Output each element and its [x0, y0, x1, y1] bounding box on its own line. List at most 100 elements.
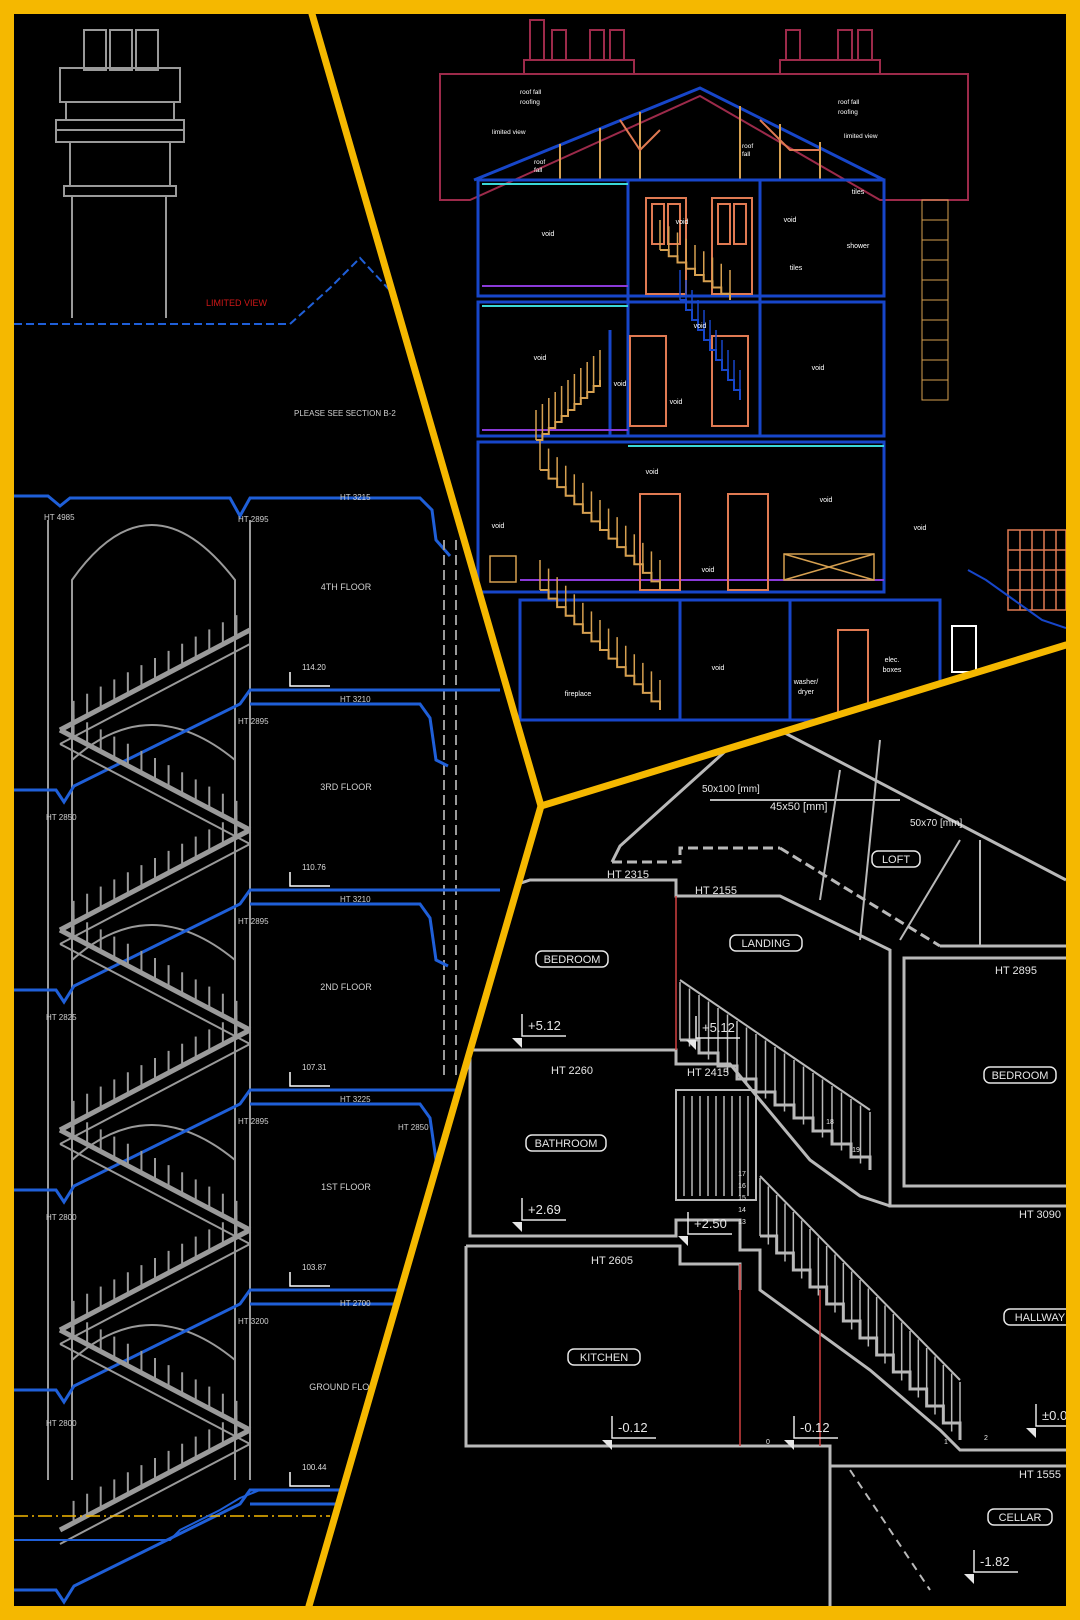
level-value: +2.69 [528, 1202, 561, 1217]
height-label: HT 2605 [591, 1255, 633, 1267]
bottom-stairs [675, 979, 962, 1440]
level-marker [695, 1016, 740, 1039]
room-label: BEDROOM [544, 954, 601, 966]
stair-stringer-lower [59, 1143, 251, 1245]
level-value: +5.12 [702, 1020, 735, 1035]
ht-label: HT 3210 [340, 695, 371, 704]
level-value: -0.12 [800, 1420, 830, 1435]
ht-label: HT 2895 [238, 917, 269, 926]
stair-stringer-lower [59, 643, 251, 745]
level-arrow [1026, 1428, 1036, 1438]
level-marker [793, 1416, 838, 1439]
porch-railing [1007, 529, 1066, 611]
void-label: void [614, 381, 627, 388]
void-label: void [702, 567, 715, 574]
level-arrow [602, 1440, 612, 1450]
floor-label: 1ST FLOOR [321, 1182, 371, 1192]
ht-label: HT 3200 [238, 1317, 269, 1326]
roof-note: roof fall [838, 99, 860, 106]
void-label: void [914, 525, 927, 532]
level-marker [1035, 1404, 1066, 1427]
void-label: void [694, 323, 707, 330]
height-label: HT 2895 [995, 965, 1037, 977]
foundation-step-line [14, 1489, 300, 1541]
ht-label: HT 2700 [340, 1299, 371, 1308]
roof-note: roof [534, 159, 545, 166]
level-value: 114.20 [302, 663, 326, 672]
floor-slab-line [14, 1088, 500, 1205]
room-label: HALLWAY [1015, 1312, 1066, 1324]
room-tag [983, 1066, 1057, 1084]
left-stair-section: LIMITED VIEW PLEASE SEE SECTION B-2 114.… [14, 29, 500, 1605]
handrail [759, 1175, 961, 1381]
ceiling-cornice [250, 702, 449, 768]
ht-label: HT 2800 [46, 1419, 77, 1428]
void-label: void [492, 523, 505, 530]
roof-note: roofing [520, 99, 540, 106]
height-label: HT 1555 [1019, 1469, 1061, 1481]
room-label: KITCHEN [580, 1352, 628, 1364]
room-tag [729, 934, 803, 952]
top-ceiling-profile [14, 494, 452, 557]
room-label: BATHROOM [535, 1138, 598, 1150]
elec-label: elec. [885, 657, 900, 664]
level-value: 103.87 [302, 1263, 327, 1272]
fireplace-label: fireplace [565, 691, 592, 698]
ht-label: HT 2895 [238, 1117, 269, 1126]
stair-stringer-lower [59, 1343, 251, 1445]
stair-stringer-lower [59, 1243, 251, 1345]
floor-slab-line [14, 1288, 500, 1405]
timber-label: 45x50 [mm] [770, 801, 827, 813]
roof-note: roof fall [520, 89, 542, 96]
loft-roof [610, 718, 1066, 948]
height-label: HT 2415 [687, 1067, 729, 1079]
level-arrow [512, 1222, 522, 1232]
height-label: HT 3090 [1019, 1209, 1061, 1221]
level-marker [289, 1472, 330, 1487]
room-tag [1003, 1308, 1066, 1326]
chimney-outline [55, 29, 185, 318]
step-number: 18 [826, 1119, 834, 1126]
level-marker [289, 672, 330, 687]
level-arrow [678, 1236, 688, 1246]
house-floors [476, 178, 942, 722]
void-label: void [712, 665, 725, 672]
ht-label: HT 2895 [238, 717, 269, 726]
level-marker [611, 1416, 656, 1439]
level-arrow [784, 1440, 794, 1450]
ceiling-cornice [250, 902, 449, 968]
ht-label: HT 2850 [398, 1123, 429, 1132]
stair-stringer-lower [59, 843, 251, 945]
level-value: -0.12 [618, 1420, 648, 1435]
room-tag [535, 950, 609, 968]
floor-label: 3RD FLOOR [320, 782, 372, 792]
roof-note: limited view [492, 129, 526, 136]
level-arrow [686, 1040, 696, 1050]
floor-label: GROUND FLOOR [309, 1382, 383, 1392]
ht-label: HT 4985 [44, 513, 75, 522]
floor-slab-line [14, 688, 500, 805]
ht-label: HT 3225 [340, 1095, 371, 1104]
timber-label: 50x70 [mm] [910, 818, 962, 829]
level-marker [521, 1014, 566, 1037]
bottom-house-section: LOFTLANDINGBEDROOMBEDROOMBATHROOMKITCHEN… [464, 718, 1066, 1606]
house-stairs [535, 220, 741, 710]
ht-label: HT 2825 [46, 1013, 77, 1022]
room-label: LANDING [742, 938, 791, 950]
level-arrow [512, 1038, 522, 1048]
height-label: HT 2315 [607, 869, 649, 881]
floor-label: 2ND FLOOR [320, 982, 372, 992]
shower-label: shower [847, 243, 870, 250]
stair-stringer-lower [59, 743, 251, 845]
level-marker [289, 1272, 330, 1287]
washer-label: washer/ [793, 679, 819, 686]
roof-note: roofing [838, 109, 858, 116]
cellar-stair-dash [849, 1469, 931, 1591]
step-number: 19 [852, 1147, 860, 1154]
void-label: void [812, 365, 825, 372]
void-label: void [676, 219, 689, 226]
level-marker [687, 1212, 732, 1235]
roof-line [14, 256, 396, 325]
level-value: 110.76 [302, 863, 326, 872]
